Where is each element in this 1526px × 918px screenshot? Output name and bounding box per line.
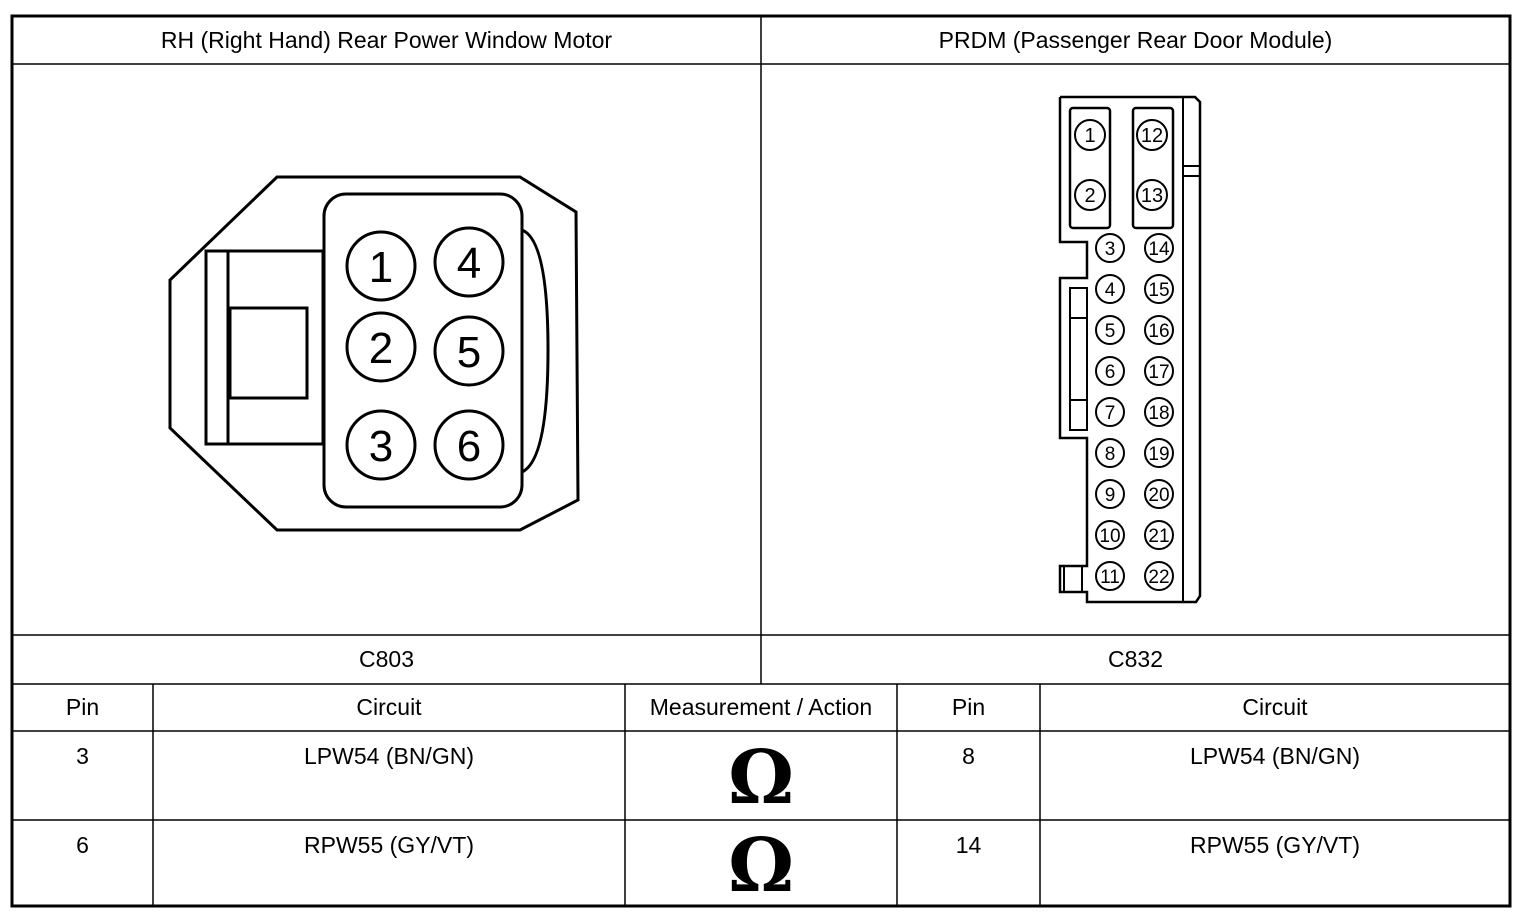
ohm-measurement-icon: Ω xyxy=(728,823,794,909)
c832-pin-label: 7 xyxy=(1105,403,1116,424)
row-pin-left: 6 xyxy=(76,832,89,858)
header-circuit-left: Circuit xyxy=(356,694,422,720)
c832-pin-label: 2 xyxy=(1084,185,1095,207)
c832-pin-20 xyxy=(1144,479,1174,509)
c832-pin-label: 12 xyxy=(1141,125,1163,147)
row-circuit-right: LPW54 (BN/GN) xyxy=(1190,743,1360,769)
row-pin-left: 3 xyxy=(76,743,89,769)
c832-pin-17 xyxy=(1144,356,1174,386)
c832-pin-label: 10 xyxy=(1099,526,1120,547)
c832-pin-13 xyxy=(1136,179,1168,211)
c832-pin-15 xyxy=(1144,274,1174,304)
c832-pin-label: 19 xyxy=(1148,444,1169,465)
c832-pin-label: 11 xyxy=(1100,567,1120,588)
c832-pin-label: 16 xyxy=(1148,321,1169,342)
connector-c803-pins: 1 4 2 5 3 6 xyxy=(345,226,505,481)
c832-pin-16 xyxy=(1144,315,1174,345)
c832-pin-14 xyxy=(1144,233,1174,263)
connector-c803-drawing xyxy=(168,175,580,532)
c832-pin-4 xyxy=(1095,274,1125,304)
c832-pin-label: 9 xyxy=(1105,485,1116,506)
c832-pin-label: 13 xyxy=(1141,185,1163,207)
c803-pin-5 xyxy=(433,315,505,387)
c803-pin-label: 4 xyxy=(457,239,481,288)
c803-pin-6 xyxy=(433,409,505,481)
header-pin-left: Pin xyxy=(65,694,100,720)
c832-pin-2 xyxy=(1074,179,1106,211)
c832-pin-label: 4 xyxy=(1105,280,1116,301)
c832-pin-label: 18 xyxy=(1148,403,1169,424)
c832-pin-label: 1 xyxy=(1084,125,1095,147)
c832-pin-21 xyxy=(1144,520,1174,550)
connector-c832-drawing xyxy=(1058,95,1202,604)
c803-pin-label: 3 xyxy=(369,422,393,471)
row-pin-right: 14 xyxy=(955,832,982,858)
header-measurement: Measurement / Action xyxy=(649,694,873,720)
row-circuit-left: LPW54 (BN/GN) xyxy=(304,743,474,769)
c832-pin-22 xyxy=(1144,561,1174,591)
c832-pin-1 xyxy=(1074,119,1106,151)
header-pin-right: Pin xyxy=(951,694,986,720)
c832-pin-18 xyxy=(1144,397,1174,427)
c832-pin-8 xyxy=(1095,438,1125,468)
c803-pin-2 xyxy=(345,311,417,383)
c832-pin-11 xyxy=(1095,561,1125,591)
c832-pin-label: 5 xyxy=(1105,321,1116,342)
left-connector-title: RH (Right Hand) Rear Power Window Motor xyxy=(160,26,613,53)
c832-pin-label: 17 xyxy=(1148,362,1169,383)
c832-pin-6 xyxy=(1095,356,1125,386)
row-pin-right: 8 xyxy=(962,743,975,769)
ohm-measurement-icon: Ω xyxy=(728,735,794,821)
c803-pin-label: 6 xyxy=(457,422,481,471)
right-connector-name: C832 xyxy=(1108,646,1163,672)
c832-pin-label: 8 xyxy=(1105,444,1116,465)
c832-pin-label: 20 xyxy=(1148,485,1169,506)
header-circuit-right: Circuit xyxy=(1242,694,1308,720)
c832-pin-10 xyxy=(1095,520,1125,550)
c803-pin-label: 1 xyxy=(369,243,393,292)
c803-pin-3 xyxy=(345,409,417,481)
c832-pin-19 xyxy=(1144,438,1174,468)
c832-pin-9 xyxy=(1095,479,1125,509)
c832-pin-7 xyxy=(1095,397,1125,427)
c803-pin-1 xyxy=(345,230,417,302)
c832-pin-label: 14 xyxy=(1148,239,1170,260)
row-circuit-left: RPW55 (GY/VT) xyxy=(304,832,474,858)
c832-pin-12 xyxy=(1136,119,1168,151)
left-connector-name: C803 xyxy=(359,646,414,672)
c803-pin-label: 2 xyxy=(369,324,393,373)
c803-pin-label: 5 xyxy=(457,328,481,377)
right-connector-title: PRDM (Passenger Rear Door Module) xyxy=(938,26,1333,53)
c803-pin-4 xyxy=(433,226,505,298)
c832-pin-3 xyxy=(1095,233,1125,263)
c832-pin-label: 22 xyxy=(1148,567,1169,588)
c832-pin-5 xyxy=(1095,315,1125,345)
c832-pin-label: 3 xyxy=(1105,239,1116,260)
c832-pin-label: 6 xyxy=(1105,362,1116,383)
c832-pin-label: 21 xyxy=(1148,526,1169,547)
row-circuit-right: RPW55 (GY/VT) xyxy=(1190,832,1360,858)
c832-pin-label: 15 xyxy=(1148,280,1169,301)
